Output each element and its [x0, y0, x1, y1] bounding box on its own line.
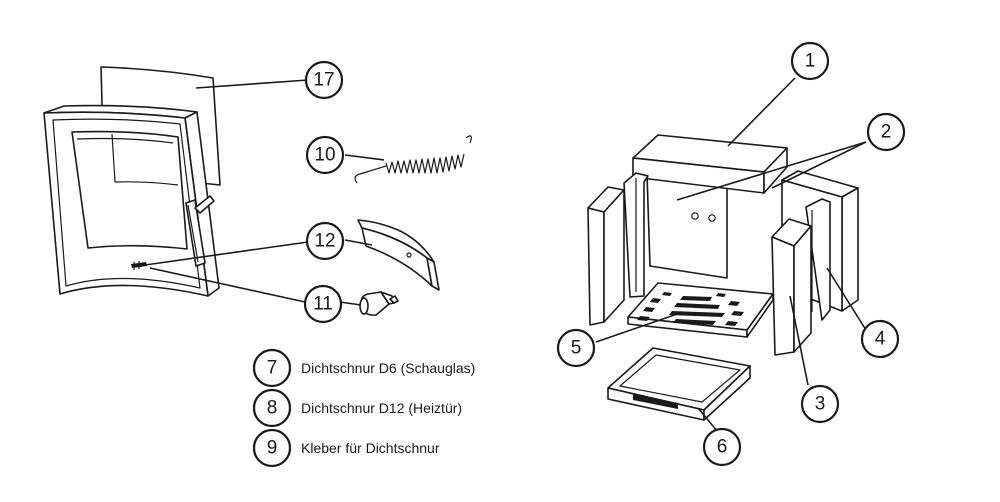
- legend-item-7-number: 7: [267, 358, 278, 379]
- legend-item-7: 7 Dichtschnur D6 (Schauglas): [252, 348, 475, 388]
- callout-1: 1: [790, 41, 830, 81]
- legend-item-8: 8 Dichtschnur D12 (Heiztür): [252, 388, 462, 428]
- legend-item-9-label: Kleber für Dichtschnur: [301, 440, 440, 456]
- callout-1-label: 1: [805, 51, 816, 72]
- callout-5: 5: [556, 328, 596, 368]
- part-3-right-front-brick: [771, 218, 812, 356]
- grate-slots: [637, 292, 744, 326]
- callout-10-label: 10: [314, 145, 335, 166]
- callout-4-label: 4: [875, 329, 886, 350]
- legend: 7 Dichtschnur D6 (Schauglas) 8 Dichtschn…: [252, 348, 475, 468]
- callout-2-label: 2: [881, 122, 892, 143]
- callout-3-label: 3: [815, 394, 826, 415]
- part-10-spring: [354, 135, 472, 184]
- callout-11-label: 11: [313, 294, 333, 315]
- part-2-back-brick: [646, 173, 728, 279]
- part-12-plate: [357, 219, 440, 291]
- callout-17-label: 17: [313, 70, 334, 91]
- part-11-knob: [359, 291, 399, 316]
- legend-item-8-label: Dichtschnur D12 (Heiztür): [301, 400, 462, 416]
- left-side-bricks: [587, 172, 649, 326]
- legend-item-8-number: 8: [267, 398, 278, 419]
- legend-item-9-number: 9: [267, 438, 278, 459]
- callout-17: 17: [304, 60, 344, 100]
- callout-4: 4: [860, 319, 900, 359]
- callout-11: 11: [303, 284, 343, 324]
- legend-item-7-label: Dichtschnur D6 (Schauglas): [301, 360, 475, 376]
- callout-2: 2: [866, 112, 906, 152]
- callout-5-label: 5: [571, 338, 582, 359]
- part-6-ash-pan: [607, 347, 751, 421]
- door-assembly: [43, 104, 220, 297]
- callout-12-label: 12: [314, 231, 335, 252]
- callout-10: 10: [305, 135, 345, 175]
- callout-6-label: 6: [717, 437, 728, 458]
- legend-item-9: 9 Kleber für Dichtschnur: [252, 428, 440, 468]
- callout-12: 12: [305, 221, 345, 261]
- leader-lines: [137, 77, 867, 433]
- callout-6: 6: [702, 427, 742, 467]
- part-5-grate: [627, 282, 774, 338]
- callout-3: 3: [800, 384, 840, 424]
